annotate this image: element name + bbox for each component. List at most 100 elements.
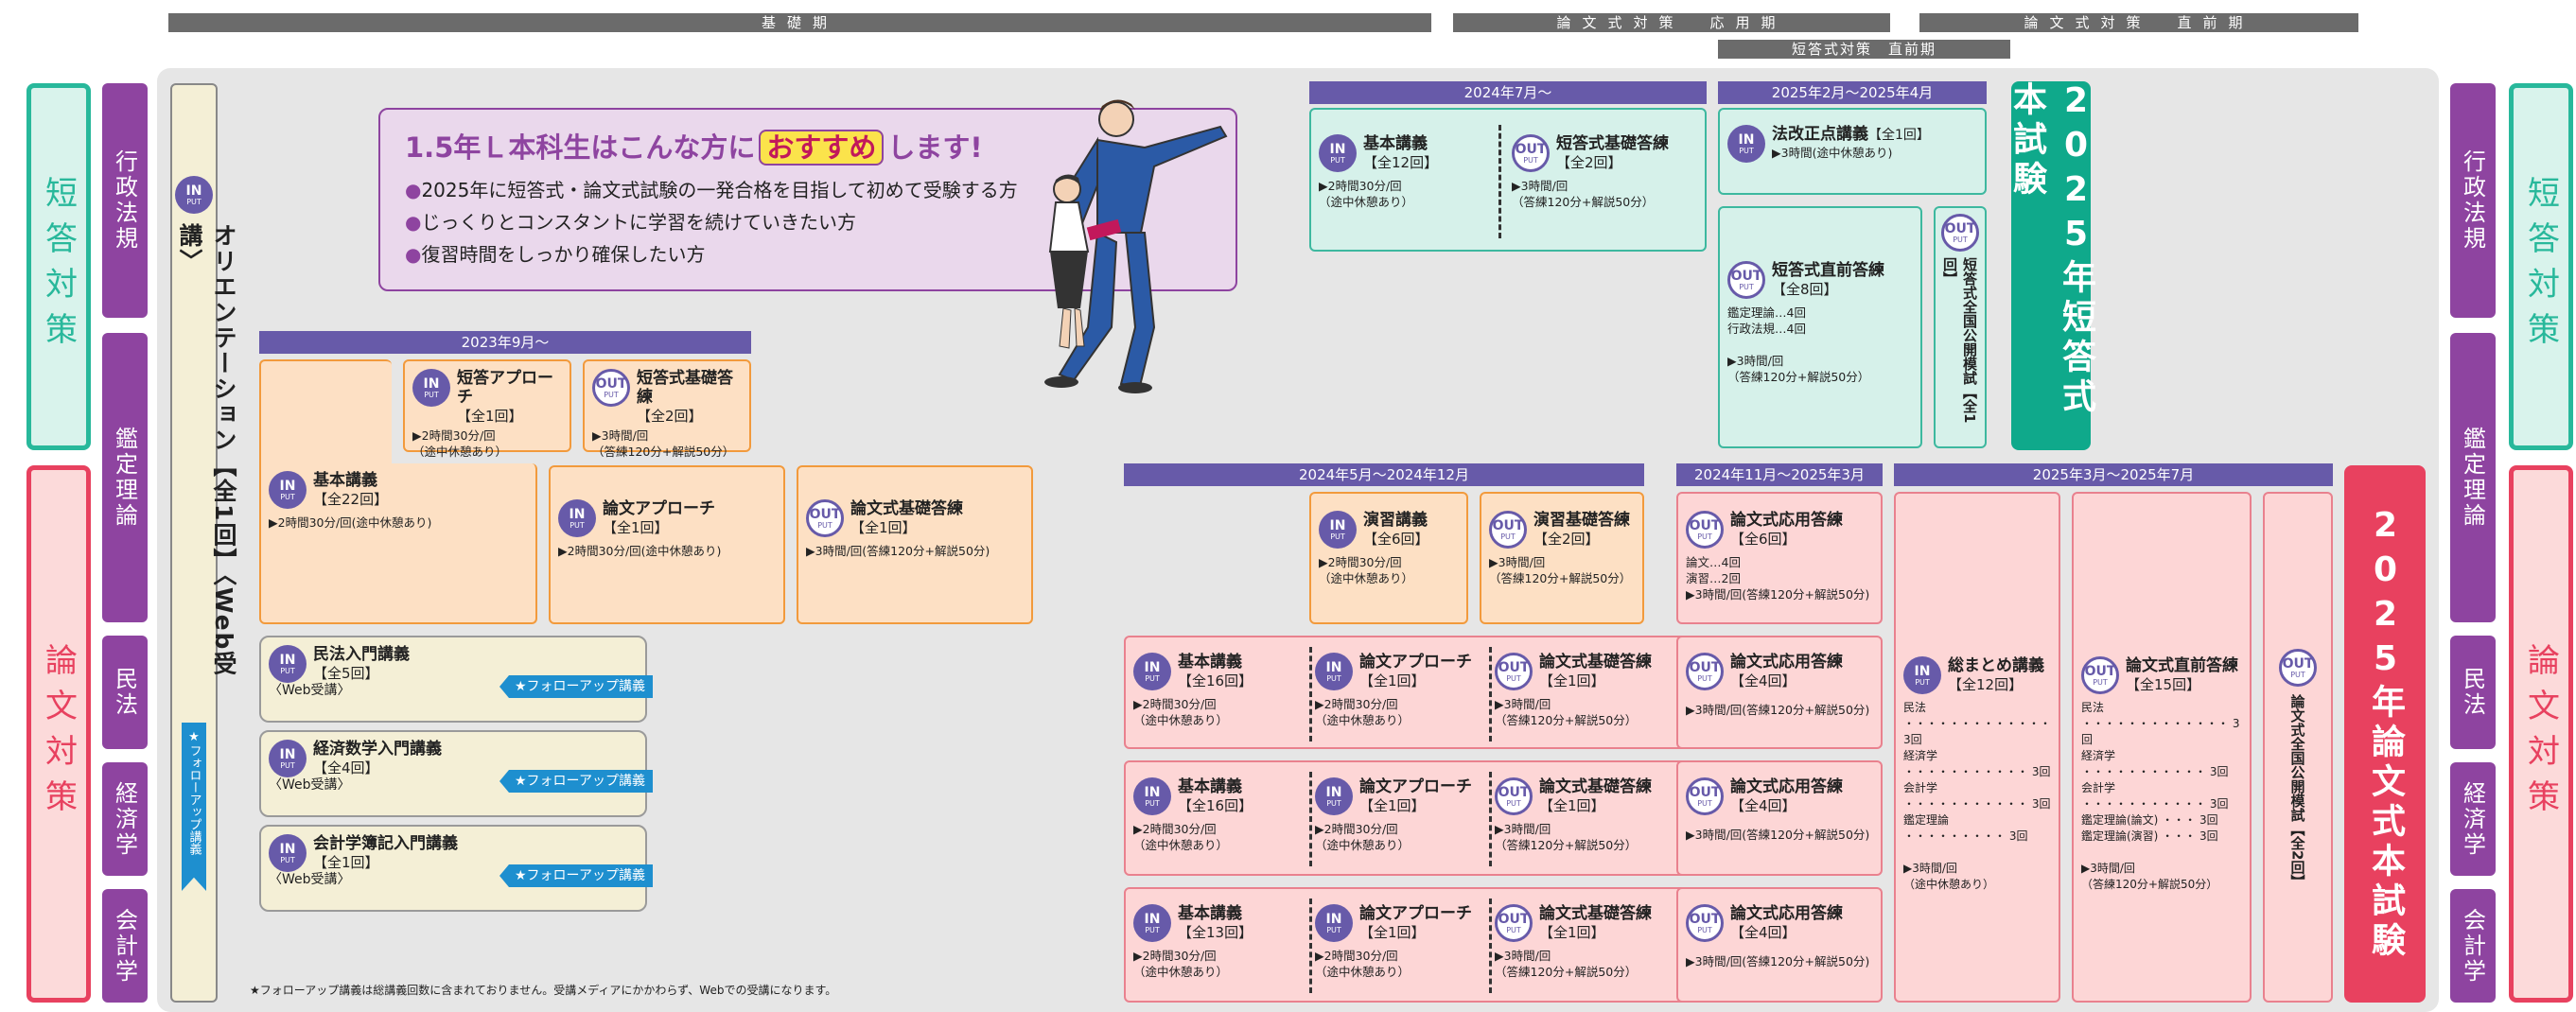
follow-up-tag: ★フォローアップ講義 [499,675,653,698]
subject-keizai-right: 経済学 [2450,762,2496,876]
period-2411: 2024年11月～2025年3月 [1676,463,1883,486]
period-2407: 2024年7月～ [1309,81,1707,104]
input-badge: INPUT [269,471,307,509]
orientation-label: オリエンテーション【全1回】〈Web受講〉 [172,223,240,715]
subject-kaikei-left: 会計学 [102,889,148,1003]
divider [1309,772,1312,866]
subject-minpo-left: 民法 [102,636,148,749]
period-2503: 2025年3月～2025年7月 [1894,463,2333,486]
subject-keizai-left: 経済学 [102,762,148,876]
exam-tanto-2025: 2025年短答式本試験 [2011,81,2091,450]
footnote: ★フォローアップ講義は総講義回数に含まれておりません。受講メディアにかかわらず、… [250,982,836,998]
period-2502: 2025年2月～2025年4月 [1718,81,1987,104]
phase-ronbun-final: 論文式対策 直前期 [1919,13,2358,32]
orientation-follow-ribbon: ★フォローアップ講義 [182,723,206,891]
side-ronbun-right: 論文対策 [2509,465,2573,1003]
subject-kantei-left: 鑑定理論 [102,333,148,622]
divider [1309,899,1312,993]
exam-ronbun-2025: 2025年論文式本試験 [2344,465,2426,1003]
subject-kantei-right: 鑑定理論 [2450,333,2496,622]
subject-kaikei-right: 会計学 [2450,889,2496,1003]
kihon22-top [259,359,392,467]
side-tanto-right: 短答対策 [2509,83,2573,450]
divider [1489,647,1492,742]
subject-gyosei-left: 行政法規 [102,83,148,318]
period-2309: 2023年9月～ [259,331,751,354]
period-2405: 2024年5月～2024年12月 [1124,463,1644,486]
divider [1498,125,1501,238]
side-tanto-left: 短答対策 [26,83,91,450]
divider [1489,899,1492,993]
follow-up-tag: ★フォローアップ講義 [499,864,653,887]
input-badge: INPUT [269,834,307,872]
phase-ronbun-applied: 論文式対策 応用期 [1453,13,1890,32]
follow-up-tag: ★フォローアップ講義 [499,770,653,793]
subject-minpo-right: 民法 [2450,636,2496,749]
phase-basic: 基礎期 [168,13,1431,32]
subject-gyosei-right: 行政法規 [2450,83,2496,318]
phase-tanto-final: 短答式対策 直前期 [1718,40,2010,59]
divider [1309,647,1312,742]
output-badge: OUTPUT [2279,649,2317,687]
